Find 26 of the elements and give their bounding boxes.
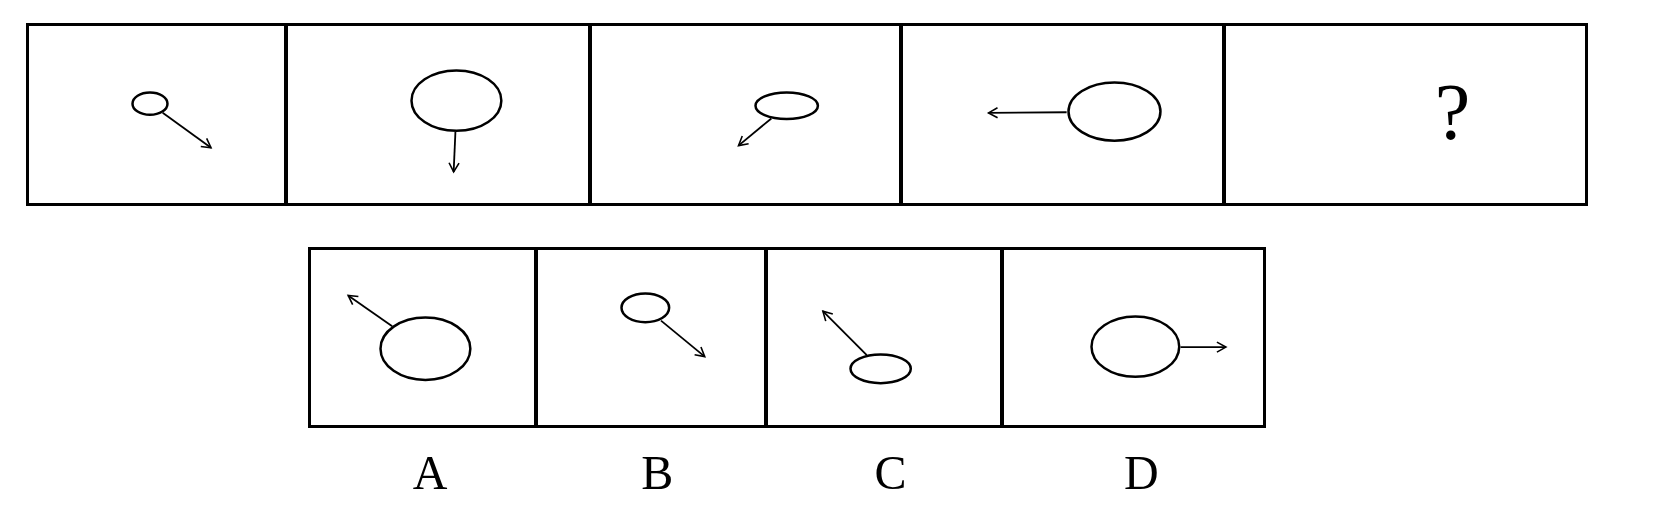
- arrow: [161, 111, 212, 149]
- panel: [284, 23, 591, 206]
- panel: [26, 23, 287, 206]
- arrow: [822, 310, 868, 356]
- arrow: [660, 319, 706, 358]
- arrow: [347, 294, 394, 328]
- option-label: B: [641, 449, 674, 498]
- arrow: [1179, 341, 1227, 353]
- option-label: A: [412, 449, 448, 498]
- option-label: C: [874, 449, 907, 498]
- panel: [1222, 23, 1588, 206]
- panel: [899, 23, 1225, 206]
- ellipse: [1089, 315, 1181, 379]
- panel: [588, 23, 902, 206]
- ellipse: [1066, 81, 1162, 143]
- question-mark: ?: [1434, 71, 1471, 152]
- ellipse: [849, 353, 913, 386]
- ellipse: [378, 316, 472, 382]
- ellipse: [754, 90, 820, 121]
- ellipse: [410, 68, 504, 132]
- arrow: [448, 130, 460, 173]
- arrow: [987, 107, 1068, 119]
- option-label: D: [1123, 449, 1159, 498]
- arrow: [737, 117, 773, 147]
- ellipse: [130, 90, 169, 117]
- ellipse: [620, 292, 671, 324]
